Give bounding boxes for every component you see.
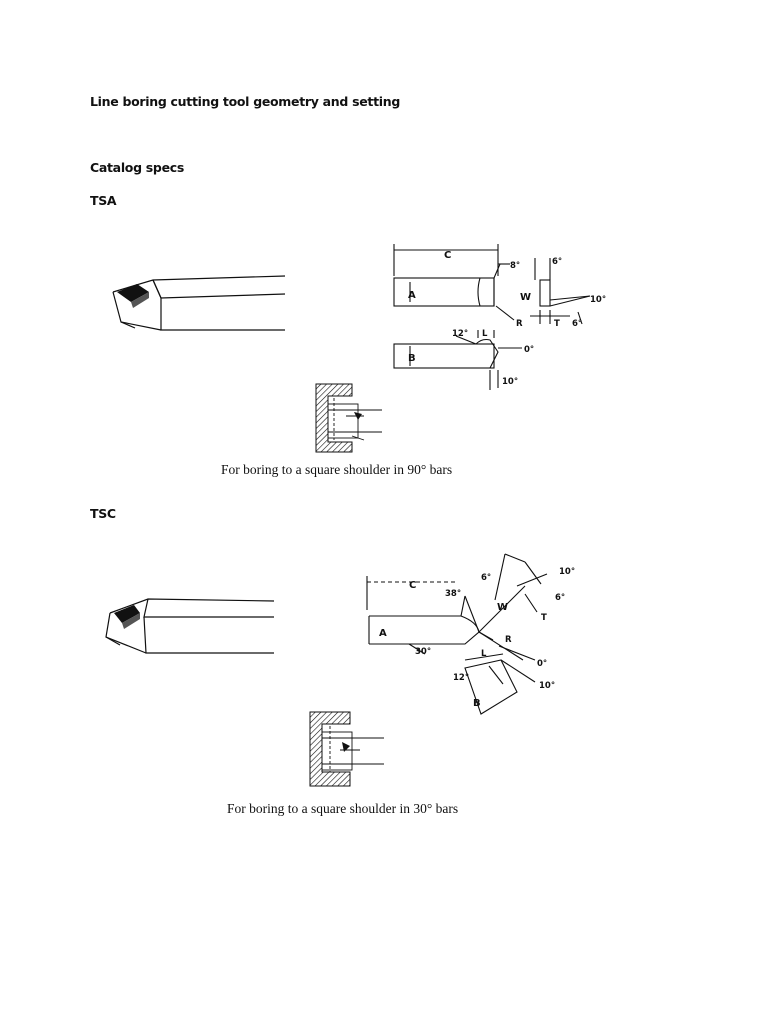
tsa-label-a: A [408,290,416,301]
tsc-label-angle-10-bottom: 10° [539,681,555,691]
tsa-boring-setup-diagram [315,383,382,453]
tsa-label-angle-0: 0° [524,345,534,355]
tsa-label-angle-12: 12° [452,329,468,339]
tsc-label-t: T [541,613,547,623]
tsc-label-angle-38: 38° [445,589,461,599]
tsc-label-angle-6-side: 6° [555,593,565,603]
tsa-label-t: T [554,319,560,329]
tsc-tool-isometric [105,598,275,654]
tsc-label-b: B [473,698,481,709]
tsc-label-a: A [379,628,387,639]
tsa-label-angle-top: 8° [510,261,520,271]
tsa-label-r: R [516,319,523,329]
tsa-label-angle-t: 6° [572,319,582,329]
tsa-label-angle-end-side: 10° [590,295,606,305]
tsa-label-angle-bottom: 10° [502,377,518,387]
tsa-tool-isometric [112,275,286,331]
tsa-label-c: C [444,250,451,261]
document-title: Line boring cutting tool geometry and se… [90,94,400,109]
tsc-label-r: R [505,635,512,645]
section-code-tsc: TSC [90,506,116,521]
tsa-label-w: W [520,292,531,303]
tsa-label-l: L [482,329,488,339]
tsc-top-view-diagram: C 38° 6° 10° 6° W T A R 30° L 0° 12° 10°… [366,553,575,715]
tsc-label-angle-12: 12° [453,673,469,683]
tsc-caption: For boring to a square shoulder in 30° b… [227,801,459,816]
tsa-top-view-diagram: C A 8° 6° W 10° R T 6° 12° L 0° B 10° [393,244,606,390]
section-subtitle: Catalog specs [90,160,185,175]
tsc-label-c: C [409,580,416,591]
tsa-label-b: B [408,353,416,364]
tsa-label-angle-end-top: 6° [552,257,562,267]
tsc-label-angle-30: 30° [415,647,431,657]
tsc-boring-setup-diagram [309,711,384,787]
tsc-label-l: L [481,649,487,659]
tsa-caption: For boring to a square shoulder in 90° b… [221,462,453,477]
tsc-label-angle-0: 0° [537,659,547,669]
tsc-label-angle-6: 6° [481,573,491,583]
section-code-tsa: TSA [90,193,117,208]
tsc-label-w: W [497,602,508,613]
tsc-label-angle-10-top: 10° [559,567,575,577]
